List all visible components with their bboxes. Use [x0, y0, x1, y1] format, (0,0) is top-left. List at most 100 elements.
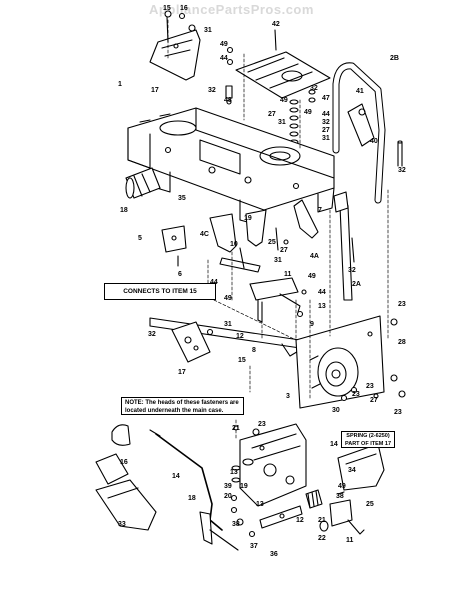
callout-50-c: 44: [210, 279, 218, 286]
callout-36-c: 32: [322, 119, 330, 126]
callout-31-c: 27: [280, 247, 288, 254]
callout-22: 18: [120, 207, 128, 214]
callout-25: 19: [240, 483, 248, 490]
callout-29-e: 23: [258, 421, 266, 428]
callout-36-a: 32: [208, 87, 216, 94]
fasteners-note: NOTE: The heads of these fasteners are l…: [121, 397, 244, 415]
callout-53-d: 49: [308, 273, 316, 280]
spring-assembly: [259, 489, 353, 532]
callout-14: 14: [330, 441, 338, 448]
callout-4C: 4C: [200, 231, 209, 238]
gear-housing: [233, 423, 307, 507]
side-rod: [397, 140, 403, 167]
callout-4A: 4A: [310, 253, 319, 260]
callout-50-b: 44: [322, 111, 330, 118]
callout-46: 39: [224, 483, 232, 490]
callout-45-a: 38: [336, 493, 344, 500]
connects-note: CONNECTS TO ITEM 15: [104, 283, 216, 300]
lower-bracket: [171, 321, 214, 363]
callout-38: 31: [204, 27, 212, 34]
callout-28: 22: [318, 535, 326, 542]
callout-13: 13: [318, 303, 326, 310]
callout-36-b: 32: [310, 85, 318, 92]
callout-24: 18: [188, 495, 196, 502]
handle-grip: [125, 167, 161, 199]
callout-52: 48: [224, 97, 232, 104]
callout-29-a: 23: [398, 301, 406, 308]
left-bracket: [161, 225, 187, 267]
callout-40: 33: [118, 521, 126, 528]
callout-1: 1: [118, 81, 122, 88]
callout-33: 28: [398, 339, 406, 346]
callout-30-b: 25: [366, 501, 374, 508]
callout-31-a: 27: [268, 111, 276, 118]
callout-37: 30: [332, 407, 340, 414]
washer-stack: [289, 89, 316, 145]
shift-levers: [209, 199, 319, 253]
callout-7: 7: [318, 207, 322, 214]
callout-45-b: 38: [232, 521, 240, 528]
callout-6: 6: [178, 271, 182, 278]
callout-29-b: 23: [366, 383, 374, 390]
callout-15: 11: [346, 537, 354, 544]
callout-41: 34: [348, 467, 356, 474]
auger-housing: [295, 315, 385, 409]
handlebar: [332, 62, 386, 204]
shift-knob-and-rod: [111, 424, 223, 531]
callout-31-b: 27: [322, 127, 330, 134]
callout-10: 10: [230, 241, 238, 248]
callout-29-d: 23: [394, 409, 402, 416]
callout-53-f: 49: [338, 483, 346, 490]
callout-50-d: 44: [318, 289, 326, 296]
callout-18: 14: [172, 473, 180, 480]
callout-3: 3: [286, 393, 290, 400]
callout-53-b: 49: [280, 97, 288, 104]
callout-2A: 2A: [352, 281, 361, 288]
callout-39: 32: [148, 331, 156, 338]
lower-lever: [199, 511, 239, 551]
selector-arm: [249, 277, 307, 323]
callout-53-c: 49: [304, 109, 312, 116]
left-cover: [95, 479, 157, 531]
callout-29-c: 23: [352, 391, 360, 398]
housing-fasteners: [340, 318, 406, 402]
callout-26: 20: [224, 493, 232, 500]
callout-35-a: 31: [278, 119, 286, 126]
callout-21-b: 17: [178, 369, 186, 376]
callout-17-b: 13: [256, 501, 264, 508]
callout-32: 27: [370, 397, 378, 404]
rod-15: [347, 519, 365, 535]
callout-20-b: 16: [120, 459, 128, 466]
callout-8: 8: [252, 347, 256, 354]
callout-30: 25: [268, 239, 276, 246]
main-case: [127, 107, 335, 227]
callout-53: 49: [220, 41, 228, 48]
callout-35-b: 31: [322, 135, 330, 142]
top-bracket: [149, 10, 201, 81]
callout-34-b: 32: [348, 267, 356, 274]
small-parts: [230, 465, 256, 538]
callout-2B: 2B: [390, 55, 399, 62]
watermark: AppliancePartsPros.com: [149, 2, 314, 17]
shift-boot: [95, 453, 129, 485]
callout-5: 5: [138, 235, 142, 242]
callout-12: 12: [236, 333, 244, 340]
callout-43: 36: [270, 551, 278, 558]
callout-51: 47: [322, 95, 330, 102]
callout-48: 41: [356, 88, 364, 95]
callout-20: 16: [180, 5, 188, 12]
callout-47: 40: [370, 138, 378, 145]
callout-19-b: 15: [238, 357, 246, 364]
callout-34-a: 32: [398, 167, 406, 174]
callout-27-b: 21: [318, 517, 326, 524]
top-fasteners: [225, 46, 234, 105]
top-plate: [235, 29, 331, 99]
callout-53-e: 49: [224, 295, 232, 302]
spring-note: SPRING (2-6250) PART OF ITEM 17: [341, 431, 395, 448]
callout-38-b: 31: [224, 321, 232, 328]
callout-19: 15: [163, 5, 171, 12]
callout-23: 19: [244, 215, 252, 222]
callout-50: 44: [220, 55, 228, 62]
